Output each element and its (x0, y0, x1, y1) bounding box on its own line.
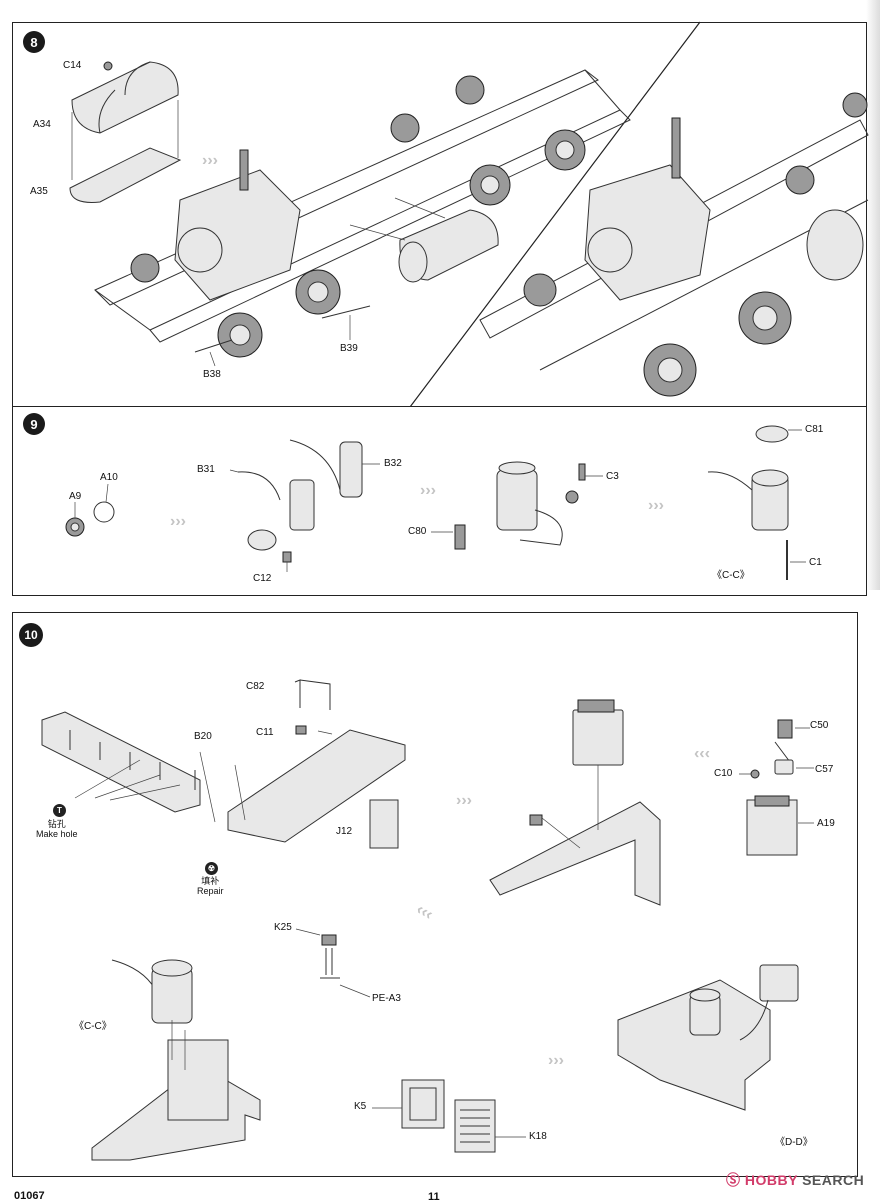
view-label-cc-step9: 《C-C》 (712, 570, 750, 581)
make-hole-en: Make hole (36, 829, 78, 840)
label-C3: C3 (606, 471, 619, 482)
label-C12: C12 (253, 573, 272, 584)
label-C81: C81 (805, 424, 824, 435)
label-A19: A19 (817, 818, 835, 829)
label-C14: C14 (63, 60, 82, 71)
make-hole-note: 钻孔 Make hole (36, 819, 78, 840)
label-A9: A9 (69, 491, 82, 502)
repair-en: Repair (197, 886, 224, 897)
repair-cn: 填补 (201, 876, 220, 886)
svg-text:›››: ››› (548, 1052, 564, 1069)
watermark: Ⓢ HOBBY SEARCH (726, 1170, 864, 1190)
svg-text:›››: ››› (170, 513, 186, 530)
label-B32: B32 (384, 458, 402, 469)
step-8-illustration: ››› (69, 21, 869, 408)
repair-icon: ☢ (205, 862, 218, 875)
label-C57: C57 (815, 764, 834, 775)
view-label-dd: 《D-D》 (775, 1137, 813, 1148)
step-10-badge: 10 (19, 623, 43, 647)
watermark-logo-icon: Ⓢ (726, 1172, 741, 1188)
label-C1: C1 (809, 557, 822, 568)
svg-text:›››: ››› (413, 901, 435, 924)
label-A34: A34 (33, 119, 51, 130)
label-B39: B39 (340, 343, 358, 354)
step-8-badge: 8 (23, 31, 45, 53)
label-B31: B31 (197, 464, 215, 475)
label-K25: K25 (274, 922, 292, 933)
label-C11: C11 (256, 727, 274, 738)
label-C50: C50 (810, 720, 829, 731)
label-C80: C80 (408, 526, 427, 537)
view-label-cc-step10: 《C-C》 (74, 1021, 112, 1032)
page-edge-shadow (866, 0, 880, 590)
repair-note: 填补 Repair (197, 876, 224, 897)
step-9-badge: 9 (23, 413, 45, 435)
watermark-brand: HOBBY (744, 1172, 798, 1188)
step-9-panel: 9 (12, 406, 867, 596)
label-A10: A10 (100, 472, 118, 483)
svg-text:›››: ››› (648, 497, 664, 514)
svg-text:›››: ››› (456, 792, 472, 809)
label-B38: B38 (203, 369, 221, 380)
label-PE-A3: PE-A3 (372, 993, 401, 1004)
product-number: 01067 (14, 1190, 45, 1202)
label-K5: K5 (354, 1101, 367, 1112)
watermark-search: SEARCH (802, 1172, 865, 1188)
make-hole-icon: T (53, 804, 66, 817)
label-B20: B20 (194, 731, 212, 742)
make-hole-cn: 钻孔 (47, 819, 66, 829)
step-9-illustration: ››› ››› ››› (65, 425, 806, 580)
svg-text:›››: ››› (694, 746, 710, 763)
label-K18: K18 (529, 1131, 547, 1142)
label-J12: J12 (336, 826, 353, 837)
label-C82: C82 (246, 681, 265, 692)
page-number: 11 (428, 1191, 440, 1203)
label-C10: C10 (714, 768, 733, 779)
label-A35: A35 (30, 186, 48, 197)
svg-text:›››: ››› (202, 152, 218, 169)
svg-text:›››: ››› (420, 482, 436, 499)
